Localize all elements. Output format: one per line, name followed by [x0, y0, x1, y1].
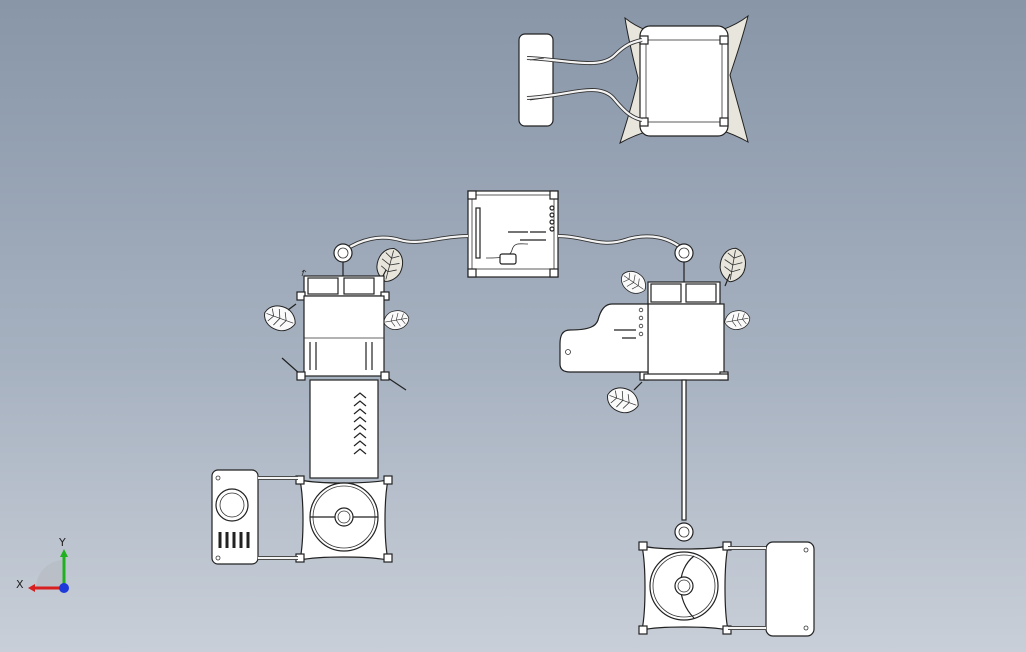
led-1: [549, 205, 555, 211]
led-3: [549, 219, 555, 225]
left-display-2: [343, 277, 375, 295]
controller-slot: [475, 207, 481, 259]
left-tower-unit[interactable]: [211, 243, 411, 565]
orientation-triad: X Y: [16, 536, 69, 593]
right-side-plate: [559, 303, 649, 373]
left-display-1: [307, 277, 339, 295]
left-column: [309, 379, 379, 479]
right-side-card: [765, 541, 815, 637]
right-display-1: [650, 283, 682, 303]
controller-box[interactable]: [467, 190, 559, 278]
led-4: [549, 226, 555, 232]
left-speaker-cone: [215, 488, 249, 522]
right-tower-unit[interactable]: [559, 243, 815, 637]
led-2: [549, 212, 555, 218]
left-sensor-ring: [333, 243, 353, 263]
right-rod: [681, 379, 687, 521]
right-sensor-ring: [674, 243, 694, 263]
right-display-2: [685, 283, 717, 303]
axis-y-label: Y: [58, 536, 66, 549]
pot-body: [639, 25, 729, 137]
top-planter-unit[interactable]: [518, 14, 749, 145]
axis-x-label: X: [16, 578, 24, 591]
tag-card: [518, 33, 554, 127]
